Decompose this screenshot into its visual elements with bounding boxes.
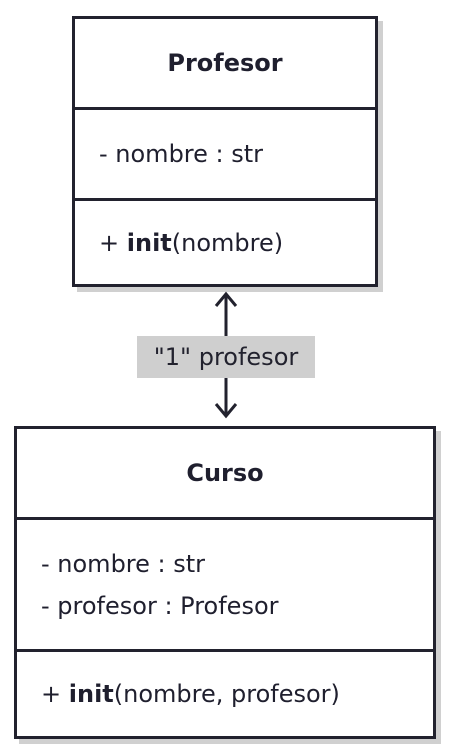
attributes-section: - nombre : str — [75, 110, 375, 201]
class-name-section: Profesor — [75, 19, 375, 110]
class-name: Curso — [186, 459, 264, 487]
method: + init(nombre, profesor) — [41, 673, 433, 715]
attribute: - profesor : Profesor — [41, 591, 279, 620]
attribute: - nombre : str — [99, 140, 264, 168]
association-label: "1" profesor — [137, 336, 315, 378]
method-visibility: + — [99, 228, 127, 257]
method-params: (nombre) — [171, 228, 284, 257]
attribute: - nombre : str — [41, 549, 206, 578]
method-name: init — [126, 228, 172, 257]
class-name-section: Curso — [17, 429, 433, 520]
arrow-up-icon — [214, 291, 238, 307]
method-params: (nombre, profesor) — [113, 680, 340, 708]
class-name: Profesor — [167, 49, 283, 77]
class-profesor: Profesor - nombre : str + init(nombre) — [72, 16, 378, 287]
methods-section: + init(nombre, profesor) — [17, 652, 433, 736]
class-curso: Curso - nombre : str - profesor : Profes… — [14, 426, 436, 739]
arrow-down-icon — [214, 403, 238, 419]
method-visibility: + — [41, 680, 69, 708]
method-name: init — [68, 680, 114, 708]
method: + init(nombre) — [99, 222, 375, 264]
methods-section: + init(nombre) — [75, 201, 375, 284]
attributes-section: - nombre : str - profesor : Profesor — [17, 520, 433, 652]
